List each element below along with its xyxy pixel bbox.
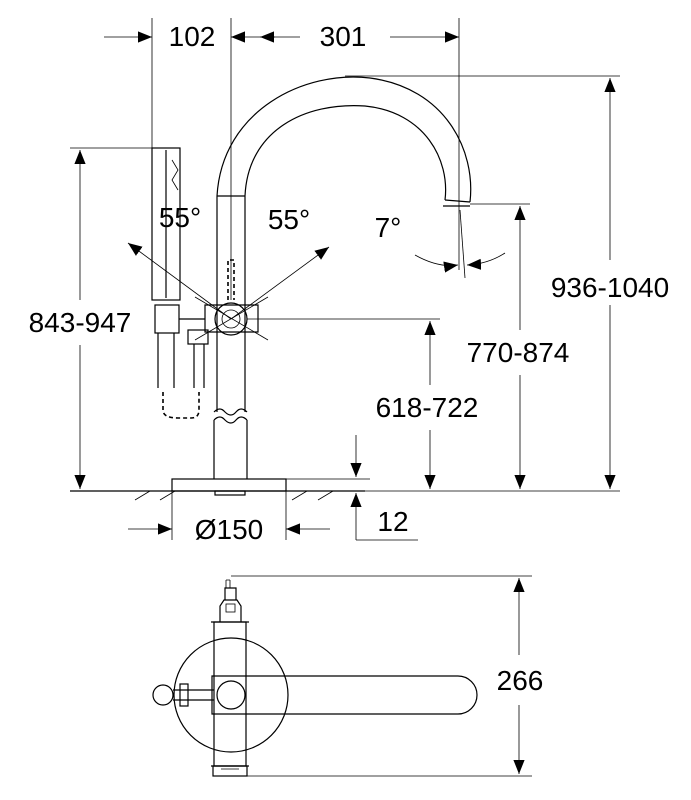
dim-plan-depth: 266: [231, 575, 544, 777]
base-plate: [171, 478, 287, 496]
hand-shower: [151, 147, 209, 419]
dim-label-spout-height: 770-874: [467, 337, 570, 368]
dim-label-plan-depth: 266: [497, 665, 544, 696]
plan-body-column: [211, 621, 249, 777]
dim-floor-thickness: 12: [286, 435, 418, 541]
dim-label-base-diameter: Ø150: [195, 514, 264, 545]
spout: [216, 76, 472, 207]
dim-label-handle-angle-right: 55°: [268, 204, 310, 235]
dim-label-valve-height: 618-722: [376, 392, 479, 423]
elevation-view: 102 301 55° 55° 7° 936-1040: [29, 18, 669, 545]
dim-total-height: 936-1040: [345, 75, 669, 492]
plan-spout: [211, 675, 478, 715]
plan-base-plate: [173, 637, 289, 753]
plan-cartridge: [219, 579, 242, 622]
dim-label-floor-thickness: 12: [377, 506, 408, 537]
plan-view: 266: [152, 575, 544, 777]
dim-spout-height: 770-874: [467, 203, 570, 489]
dim-base-diameter: Ø150: [128, 491, 330, 545]
dim-label-handle-angle-left: 55°: [159, 202, 201, 233]
dim-offset-left: 102: [104, 18, 275, 300]
dim-label-handshower-height: 843-947: [29, 307, 132, 338]
dim-valve-height: 618-722: [247, 318, 479, 489]
dim-handshower-height: 843-947: [29, 147, 152, 489]
dim-label-offset-left: 102: [169, 21, 216, 52]
dim-spout-angle: 7°: [375, 209, 506, 279]
body-column: [213, 196, 248, 479]
dim-label-spout-reach: 301: [320, 21, 367, 52]
dim-label-total-height: 936-1040: [551, 272, 669, 303]
dim-label-spout-angle: 7°: [375, 212, 402, 243]
dim-spout-reach: 301: [260, 18, 460, 270]
plan-handshower-holder: [152, 683, 214, 707]
handle-angle-lines: [127, 242, 330, 320]
